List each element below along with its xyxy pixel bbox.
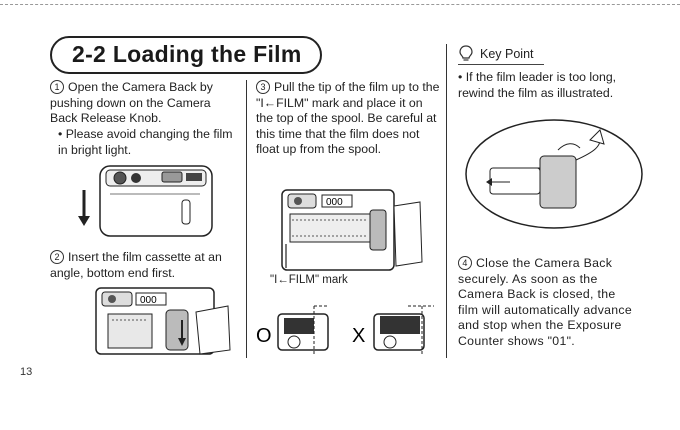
section-title: 2-2 Loading the Film [72,41,302,67]
step-2-text: Insert the film cassette at an angle, bo… [50,250,222,280]
section-title-frame [50,36,322,74]
step-3-text: Pull the tip of the film up to the "I←FI… [256,80,440,156]
figure-correct-wrong: O X [254,302,444,358]
figure-camera-back-open [70,160,230,240]
figure-rewind-leader [462,116,646,232]
step-number: 2 [50,250,64,264]
step-number: 1 [50,80,64,94]
key-point-label: Key Point [480,47,534,61]
column-divider-1 [246,80,247,358]
wrong-symbol: X [352,325,365,347]
lightbulb-icon [459,45,473,61]
step-4-text: Close the Camera Back securely. As soon … [458,256,633,348]
top-border [0,4,680,6]
column-divider-2 [446,44,447,358]
key-point-underline [458,64,544,65]
correct-symbol: O [256,325,272,347]
figure-film-mark: 000 [278,184,428,274]
counter-text: 000 [140,295,157,306]
page-number: 13 [20,366,33,378]
figure-insert-cassette: 000 [92,284,234,358]
step-1-text: Open the Camera Back by pushing down on … [50,80,213,125]
key-point-bullet: • If the film leader is too long, rewind… [458,70,617,100]
counter-text: 000 [326,197,343,208]
step-1-bullet: • Please avoid changing the film in brig… [58,127,233,157]
step-number: 3 [256,80,270,94]
step-number: 4 [458,256,472,270]
film-mark-label: "I←FILM" mark [270,274,348,286]
